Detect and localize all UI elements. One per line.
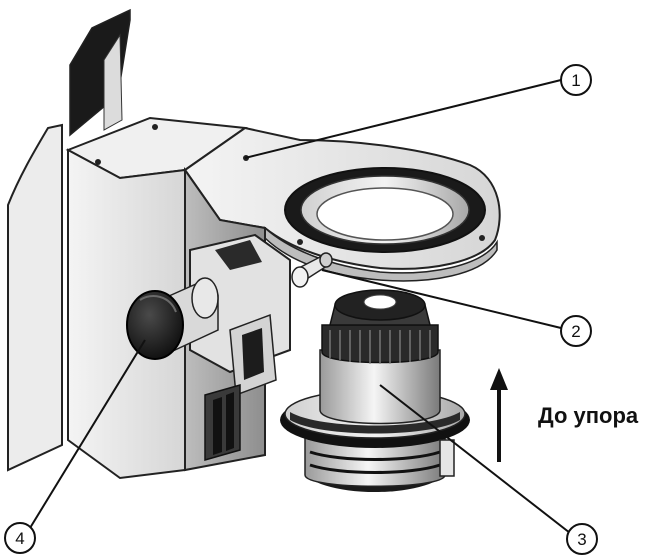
leader-1 (244, 79, 562, 159)
callout-1: 1 (560, 64, 592, 96)
callout-3: 3 (566, 523, 598, 555)
callout-2-label: 2 (571, 322, 580, 341)
leader-3 (379, 384, 571, 534)
clamp-knob (126, 277, 219, 360)
stand-panel (7, 8, 131, 472)
focus-block (67, 148, 291, 480)
leader-2 (321, 269, 562, 329)
callout-1-label: 1 (571, 71, 580, 90)
up-arrow (490, 368, 508, 462)
callout-2: 2 (560, 315, 592, 347)
callout-3-label: 3 (577, 530, 586, 549)
arrow-label: До упора (538, 403, 639, 428)
leader-4 (29, 339, 146, 529)
retaining-pin (291, 252, 333, 288)
objective-lens (280, 289, 470, 492)
callout-4: 4 (4, 522, 36, 554)
leader-lines (29, 79, 571, 534)
callout-4-label: 4 (15, 529, 24, 548)
mount-ring (284, 167, 486, 253)
